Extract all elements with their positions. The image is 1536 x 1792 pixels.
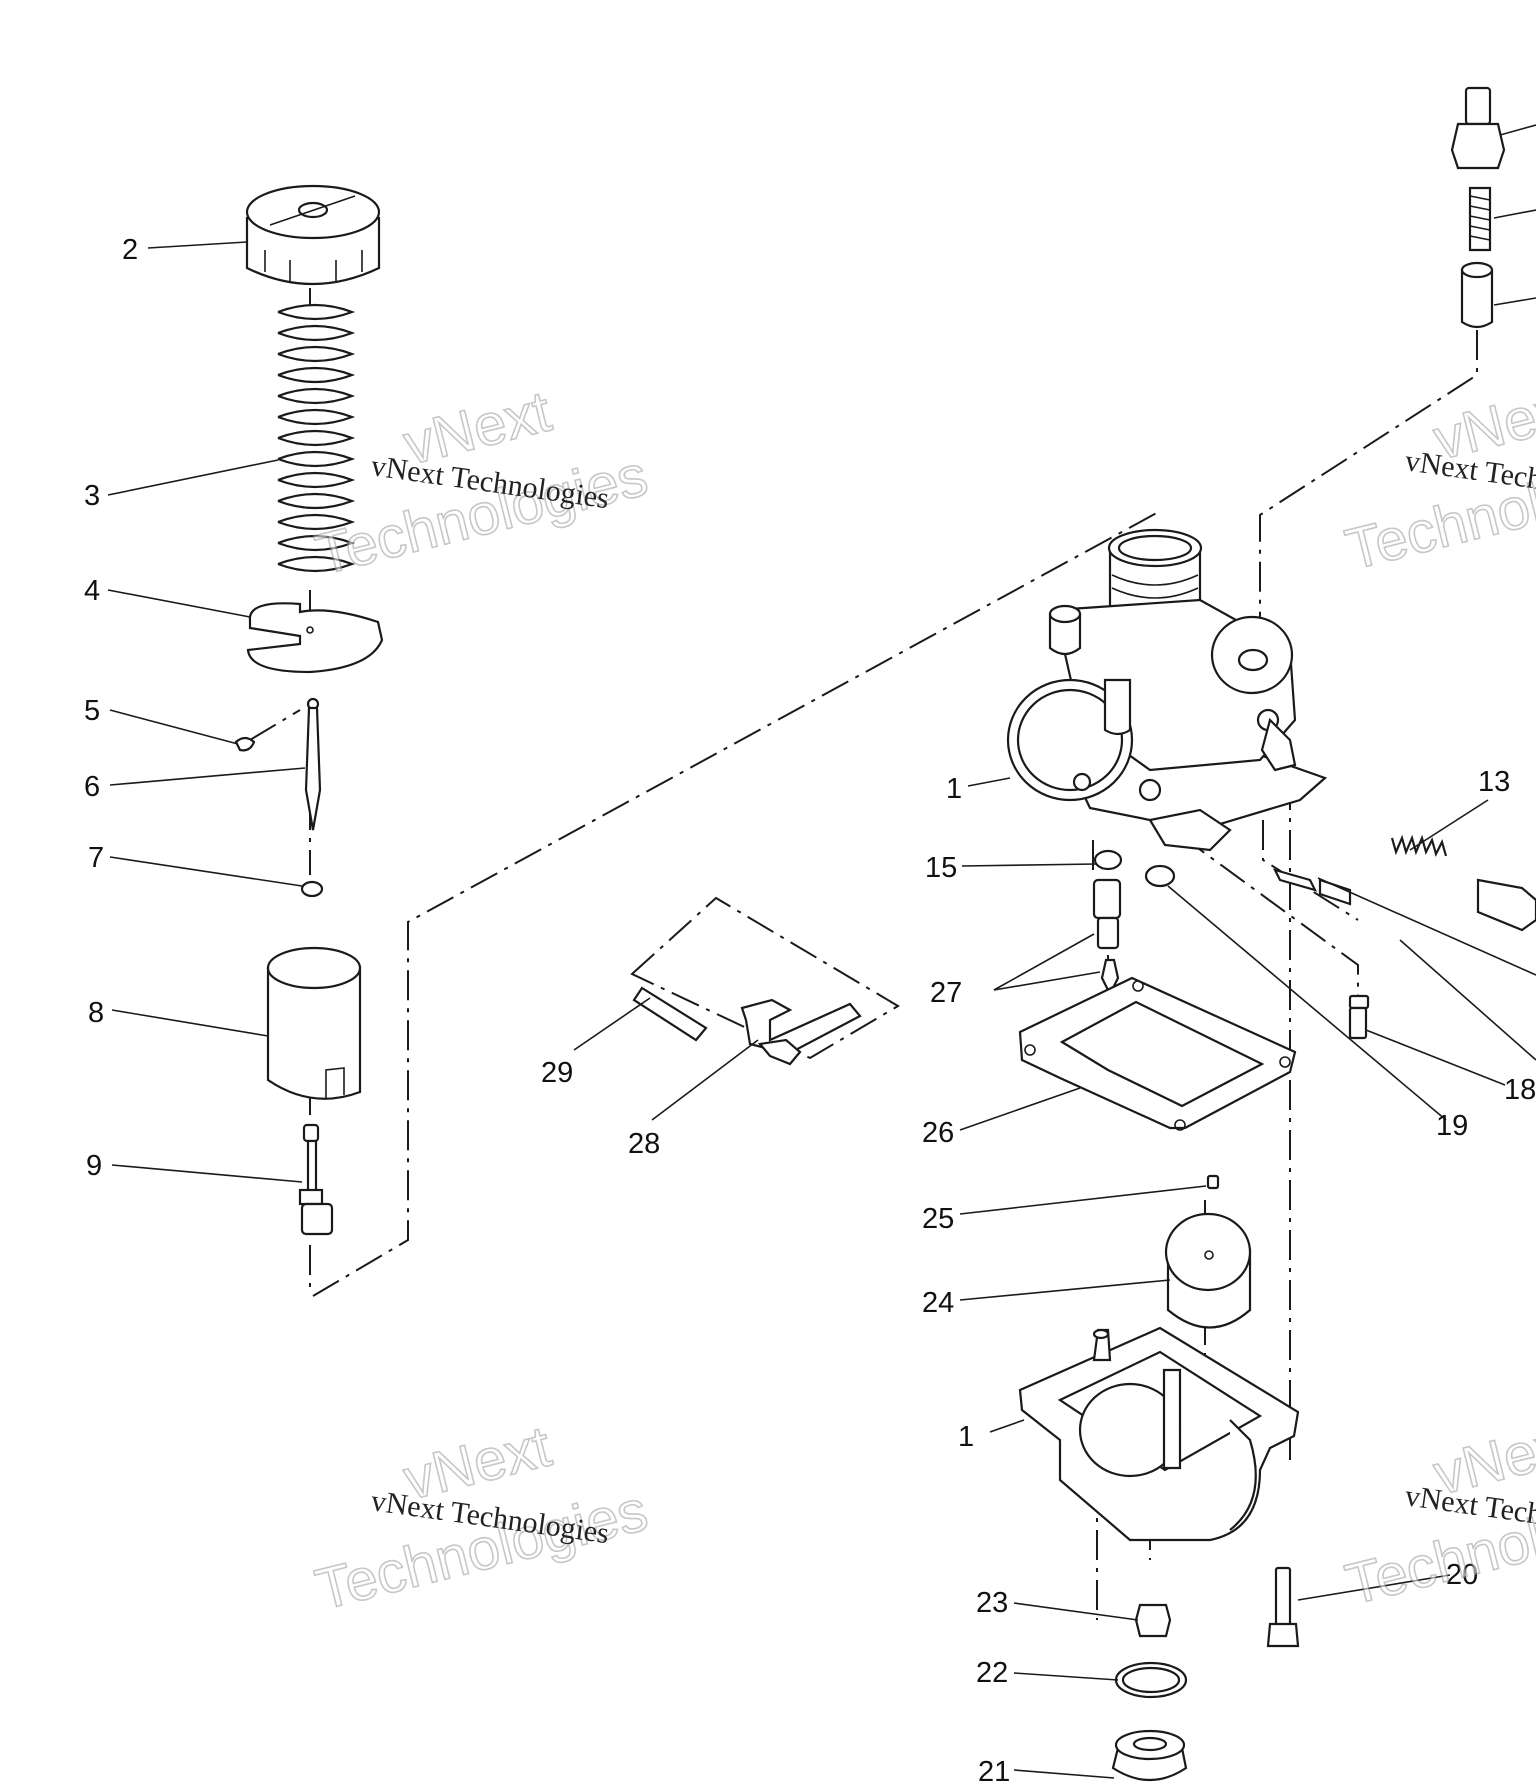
idle-screw-assembly	[1450, 86, 1506, 329]
drain-o-ring	[1114, 1661, 1188, 1699]
bowl-screw	[1266, 1566, 1300, 1648]
callout-5: 5	[84, 695, 100, 727]
callout-4: 4	[84, 575, 100, 607]
callout-2: 2	[122, 234, 138, 266]
callout-7: 7	[88, 842, 104, 874]
float	[1164, 1212, 1252, 1329]
needle-clip	[234, 736, 256, 752]
needle-retainer-plate	[246, 602, 384, 674]
callout-24: 24	[922, 1287, 954, 1319]
callout-13: 13	[1478, 766, 1510, 798]
float-arm	[740, 998, 862, 1066]
callout-6: 6	[84, 771, 100, 803]
watermark-2: vNext Technologies vNext Technologies	[1339, 373, 1536, 584]
callout-29: 29	[541, 1057, 573, 1089]
needle-washer	[300, 880, 324, 898]
drain-plug	[1111, 1729, 1188, 1782]
callout-23: 23	[976, 1587, 1008, 1619]
callout-8: 8	[88, 997, 104, 1029]
needle-seat	[1092, 878, 1122, 950]
throttle-slide	[266, 946, 362, 1100]
pilot-jet-washer	[1144, 864, 1176, 888]
pilot-jet	[1348, 994, 1370, 1040]
callout-19: 19	[1436, 1110, 1468, 1142]
watermark-1: vNext Technologies vNext Technologies	[309, 378, 655, 589]
callout-26: 26	[922, 1117, 954, 1149]
carburetor-body	[1006, 528, 1328, 852]
drain-screw	[1134, 1603, 1172, 1638]
jet-needle	[304, 697, 322, 831]
callout-15: 15	[925, 852, 957, 884]
float-bowl-gasket	[1018, 976, 1297, 1131]
throttle-spring	[277, 303, 356, 573]
callout-27: 27	[930, 977, 962, 1009]
watermark-3: vNext Technologies vNext Technologies	[309, 1413, 655, 1624]
callout-28: 28	[628, 1128, 660, 1160]
float-bowl	[1018, 1326, 1300, 1542]
callout-21: 21	[978, 1756, 1010, 1788]
callout-9: 9	[86, 1150, 102, 1182]
callout-1-top: 1	[946, 773, 962, 805]
air-screw	[1272, 868, 1536, 932]
callout-20: 20	[1446, 1559, 1478, 1591]
gasket-washer	[1093, 849, 1123, 871]
top-cap	[245, 184, 381, 286]
pilot-screw-spring	[1390, 834, 1448, 858]
float-pin	[632, 986, 708, 1042]
needle-jet	[298, 1123, 334, 1236]
callout-labels: 2 3 4 5 6 7 8 9 1 15 27 29 28 26 25 24 1…	[84, 234, 1536, 1788]
watermark-4: vNext Technologies vNext Technologies	[1339, 1408, 1536, 1619]
callout-1-bottom: 1	[958, 1421, 974, 1453]
float-needle-pin	[1206, 1174, 1220, 1190]
callout-18: 18	[1504, 1074, 1536, 1106]
leader-lines	[107, 124, 1536, 1779]
callout-22: 22	[976, 1657, 1008, 1689]
callout-3: 3	[84, 480, 100, 512]
callout-25: 25	[922, 1203, 954, 1235]
